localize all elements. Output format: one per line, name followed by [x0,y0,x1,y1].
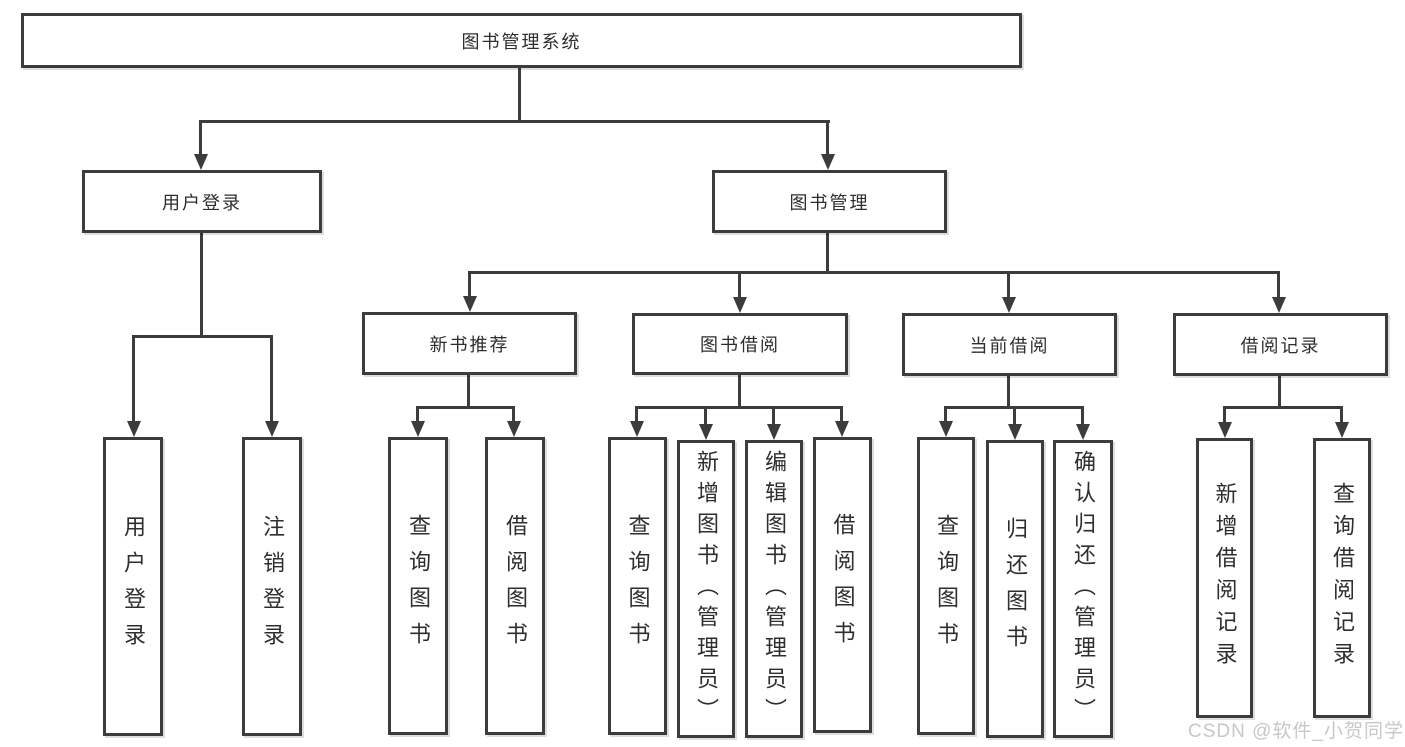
arrow-down-icon [127,421,141,437]
connector-line [200,233,203,335]
leaf-query-book-current: 查询图书 [917,437,975,735]
connector-line [468,271,471,298]
leaf-add-borrow-record: 新增借阅记录 [1196,438,1253,718]
connector-line [1277,271,1280,298]
arrow-down-icon [1002,297,1016,313]
leaf-query-borrow-record: 查询借阅记录 [1313,438,1371,718]
connector-line [132,335,273,338]
connector-line [518,68,521,120]
arrow-down-icon [733,297,747,313]
connector-line [200,120,830,123]
connector-line [467,375,470,406]
connector-line [1278,376,1281,406]
arrow-down-icon [1272,297,1286,313]
node-new-book-recommend: 新书推荐 [362,312,577,375]
arrow-down-icon [835,421,849,437]
connector-line [1223,406,1343,409]
connector-line [416,406,419,423]
leaf-add-book-admin: 新增图书（管理员） [677,440,735,738]
connector-line [840,406,843,423]
connector-line [704,406,707,425]
connector-line [635,406,638,423]
connector-line [826,233,829,271]
arrow-down-icon [463,296,477,312]
watermark: CSDN @软件_小贺同学 [1188,721,1404,742]
connector-line [635,406,843,409]
connector-line [1223,406,1226,424]
arrow-down-icon [1076,424,1090,440]
connector-line [512,406,515,423]
connector-line [270,335,273,423]
leaf-edit-book-admin: 编辑图书（管理员） [745,440,803,738]
connector-line [468,271,1280,274]
leaf-borrow-book: 借阅图书 [813,437,872,733]
arrow-down-icon [1335,422,1349,438]
arrow-down-icon [1008,424,1022,440]
node-current-borrow: 当前借阅 [902,313,1117,376]
arrow-down-icon [194,154,208,170]
leaf-borrow-book-recommend: 借阅图书 [485,437,545,735]
leaf-query-book-borrow: 查询图书 [608,437,667,735]
leaf-confirm-return-admin: 确认归还（管理员） [1053,440,1113,738]
connector-line [1013,406,1016,425]
connector-line [1340,406,1343,424]
leaf-return-book: 归还图书 [986,440,1044,738]
node-borrow-record: 借阅记录 [1173,313,1388,376]
connector-line [944,406,947,423]
arrow-down-icon [1218,422,1232,438]
leaf-user-login: 用户登录 [103,437,163,736]
node-user-login: 用户登录 [82,170,322,233]
leaf-query-book-recommend: 查询图书 [388,437,448,735]
connector-line [826,120,829,156]
connector-line [738,271,741,298]
node-book-borrow: 图书借阅 [632,313,848,375]
connector-line [738,375,741,406]
node-root: 图书管理系统 [21,13,1022,68]
arrow-down-icon [630,421,644,437]
arrow-down-icon [507,421,521,437]
connector-line [1007,376,1010,406]
connector-line [132,335,135,423]
arrow-down-icon [265,421,279,437]
connector-line [199,120,202,156]
arrow-down-icon [411,421,425,437]
connector-line [416,406,514,409]
arrow-down-icon [939,421,953,437]
arrow-down-icon [699,424,713,440]
leaf-logout-login: 注销登录 [242,437,302,736]
connector-line [1007,271,1010,298]
connector-line [772,406,775,425]
arrow-down-icon [767,424,781,440]
node-book-management: 图书管理 [712,170,947,233]
connector-line [1081,406,1084,425]
arrow-down-icon [821,154,835,170]
